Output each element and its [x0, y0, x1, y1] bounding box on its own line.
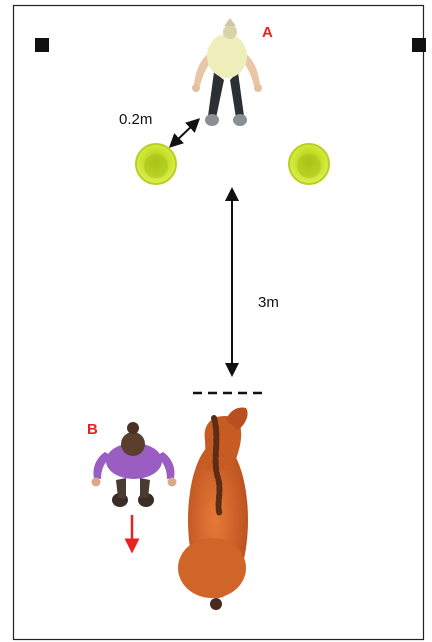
corner-marker-left [35, 38, 49, 52]
corner-marker-right [412, 38, 426, 52]
person-b-label: B [87, 421, 98, 438]
bowl-gap-label: 0.2m [119, 111, 152, 128]
bowl-right [288, 143, 330, 185]
person-b-figure [91, 422, 177, 507]
distance-label: 3m [258, 294, 279, 311]
horse-figure [178, 407, 248, 610]
person-a-label: A [262, 24, 273, 41]
arena-border [12, 4, 425, 641]
bowl-gap-arrow [168, 118, 201, 148]
bowl-left [135, 143, 177, 185]
person-a-figure [192, 18, 262, 126]
